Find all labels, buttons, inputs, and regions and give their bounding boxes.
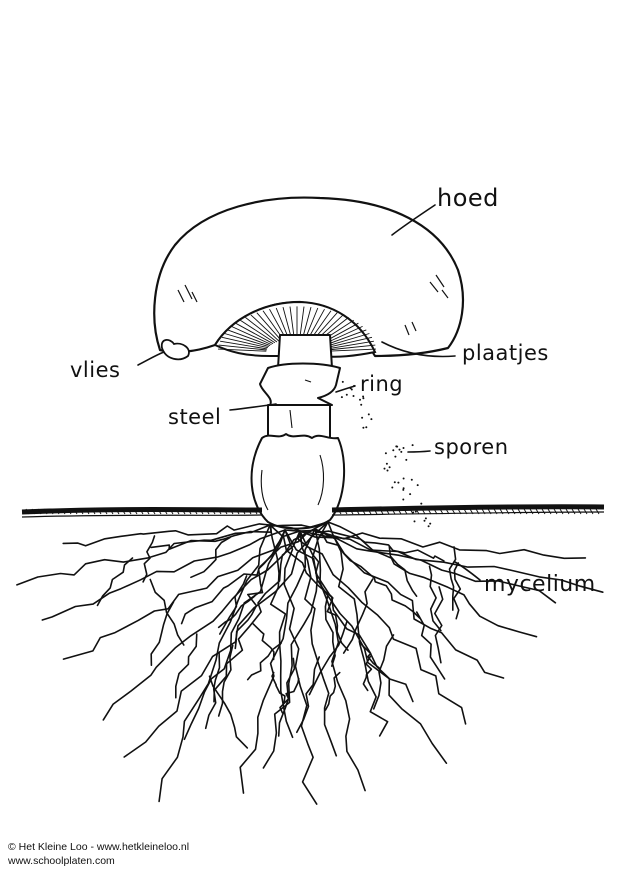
label-ring: ring <box>360 372 404 396</box>
leader-mycelium <box>454 561 481 581</box>
veil-remnant <box>160 339 190 361</box>
credit-line-1: © Het Kleine Loo - www.hetkleineloo.nl <box>8 841 190 853</box>
label-plaatjes: plaatjes <box>462 341 549 365</box>
label-vlies: vlies <box>70 358 121 382</box>
mushroom-stem <box>250 334 346 530</box>
leader-hoed <box>391 204 436 236</box>
leader-plaatjes <box>381 341 456 358</box>
credit-line-2: www.schoolplaten.com <box>8 855 115 867</box>
leader-lines <box>137 204 481 581</box>
ground-line <box>21 504 605 518</box>
leader-vlies <box>137 351 165 366</box>
label-hoed: hoed <box>437 184 499 212</box>
label-steel: steel <box>168 405 222 429</box>
label-mycelium: mycelium <box>484 572 596 597</box>
label-sporen: sporen <box>434 435 509 459</box>
leader-steel <box>229 403 277 411</box>
mushroom-gills <box>213 300 377 358</box>
leader-sporen <box>407 450 431 453</box>
mycelium-roots <box>16 521 604 805</box>
leader-ring <box>335 385 356 393</box>
spores-dots <box>340 380 432 528</box>
